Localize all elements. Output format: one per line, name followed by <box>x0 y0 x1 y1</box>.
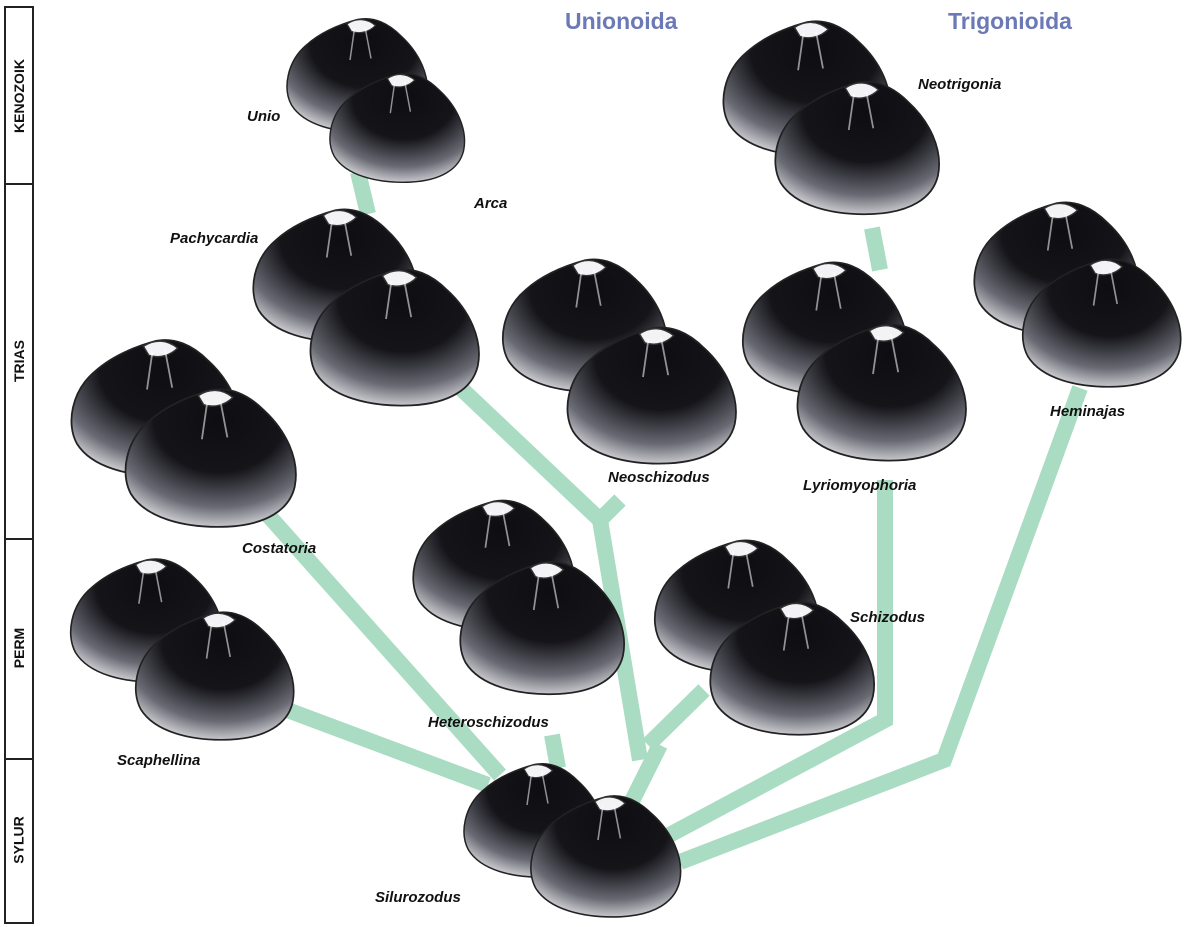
group-title-unionoida: Unionoida <box>565 8 677 35</box>
group-title-trigonioida: Trigonioida <box>948 8 1072 35</box>
shell-illustrations <box>71 19 1181 917</box>
taxon-label-pachycardia: Pachycardia <box>170 230 258 247</box>
branch-schizodus-node <box>648 690 704 745</box>
taxon-label-arca: Arca <box>474 195 507 212</box>
taxon-label-neotrigonia: Neotrigonia <box>918 76 1001 93</box>
branch-neoschizodus-node <box>600 500 620 520</box>
taxon-label-scaphellina: Scaphellina <box>117 752 200 769</box>
taxon-label-unio: Unio <box>247 108 280 125</box>
taxon-label-heteroschizodus: Heteroschizodus <box>428 714 549 731</box>
taxon-label-lyriomyophoria: Lyriomyophoria <box>803 477 916 494</box>
taxon-label-schizodus: Schizodus <box>850 609 925 626</box>
period-perm: PERM <box>6 538 32 758</box>
taxon-label-neoschizodus: Neoschizodus <box>608 469 710 486</box>
period-label: PERM <box>11 628 27 668</box>
geologic-time-scale: KENOZOIK TRIAS PERM SYLUR <box>4 6 34 924</box>
period-label: SYLUR <box>11 816 27 863</box>
period-sylur: SYLUR <box>6 758 32 922</box>
taxon-label-costatoria: Costatoria <box>242 540 316 557</box>
taxon-label-silurozodus: Silurozodus <box>375 889 461 906</box>
period-label: TRIAS <box>11 340 27 382</box>
branch-heteroschizodus-silurozodus <box>552 735 558 768</box>
branch-neotrigonia-lyriomyophoria <box>872 228 880 270</box>
period-trias: TRIAS <box>6 183 32 538</box>
period-kenozoik: KENOZOIK <box>6 8 32 183</box>
taxon-label-heminajas: Heminajas <box>1050 403 1125 420</box>
period-label: KENOZOIK <box>11 59 27 133</box>
